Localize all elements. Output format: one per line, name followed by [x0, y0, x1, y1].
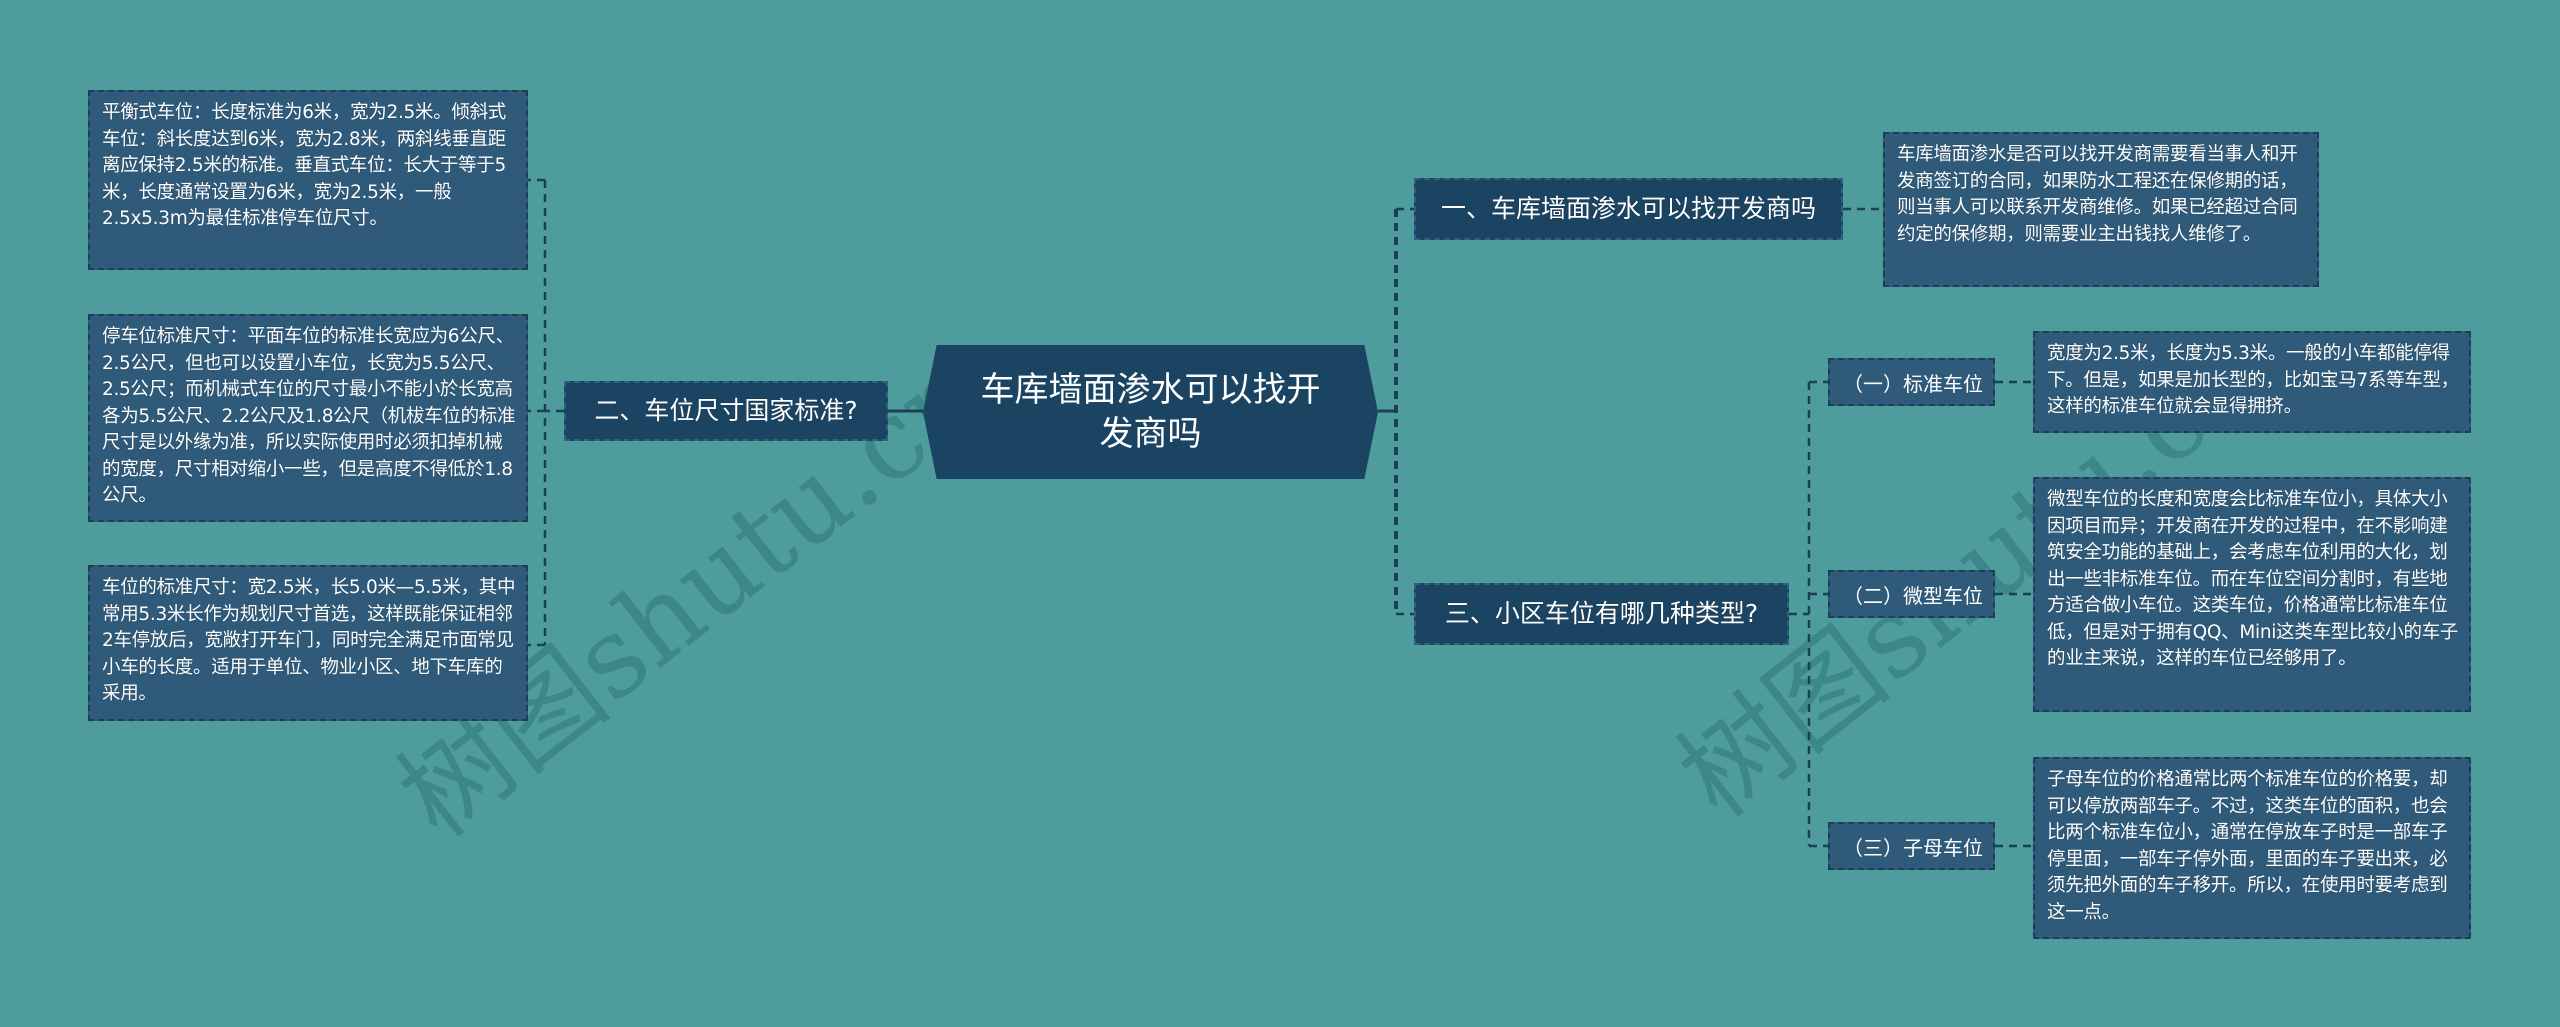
branch-can-contact-developer[interactable]: 一、车库墙面渗水可以找开发商吗 [1414, 178, 1843, 240]
leaf-card[interactable]: 车位的标准尺寸：宽2.5米，长5.0米—5.5米，其中常用5.3米长作为规划尺寸… [88, 565, 528, 721]
branch-parking-size-standard[interactable]: 二、车位尺寸国家标准? [564, 381, 888, 441]
leaf-text: 车位的标准尺寸：宽2.5米，长5.0米—5.5米，其中常用5.3米长作为规划尺寸… [102, 577, 516, 704]
leaf-text: 车库墙面渗水是否可以找开发商需要看当事人和开发商签订的合同，如果防水工程还在保修… [1897, 144, 2298, 245]
leaf-card[interactable]: 宽度为2.5米，长度为5.3米。一般的小车都能停得下。但是，如果是加长型的，比如… [2033, 331, 2471, 433]
branch-parking-types[interactable]: 三、小区车位有哪几种类型? [1414, 583, 1789, 645]
leaf-card[interactable]: 子母车位的价格通常比两个标准车位的价格要，却可以停放两部车子。不过，这类车位的面… [2033, 757, 2471, 939]
leaf-text: 平衡式车位：长度标准为6米，宽为2.5米。倾斜式车位：斜长度达到6米，宽为2.8… [102, 102, 506, 229]
leaf-card[interactable]: 平衡式车位：长度标准为6米，宽为2.5米。倾斜式车位：斜长度达到6米，宽为2.8… [88, 90, 528, 270]
sub-label: （三）子母车位 [1843, 835, 1983, 860]
root-node[interactable]: 车库墙面渗水可以找开发商吗 [923, 345, 1378, 479]
sub-label: （一）标准车位 [1843, 371, 1983, 396]
leaf-text: 停车位标准尺寸：平面车位的标准长宽应为6公尺、2.5公尺，但也可以设置小车位，长… [102, 326, 516, 506]
branch-label: 一、车库墙面渗水可以找开发商吗 [1440, 194, 1816, 223]
sub-micro-space[interactable]: （二）微型车位 [1828, 570, 1995, 618]
leaf-text: 微型车位的长度和宽度会比标准车位小，具体大小因项目而异；开发商在开发的过程中，在… [2047, 489, 2459, 669]
leaf-card[interactable]: 车库墙面渗水是否可以找开发商需要看当事人和开发商签订的合同，如果防水工程还在保修… [1883, 132, 2319, 287]
sub-standard-space[interactable]: （一）标准车位 [1828, 358, 1995, 406]
leaf-text: 宽度为2.5米，长度为5.3米。一般的小车都能停得下。但是，如果是加长型的，比如… [2047, 343, 2459, 417]
root-label: 车库墙面渗水可以找开发商吗 [980, 370, 1321, 454]
leaf-card[interactable]: 停车位标准尺寸：平面车位的标准长宽应为6公尺、2.5公尺，但也可以设置小车位，长… [88, 314, 528, 522]
branch-label: 二、车位尺寸国家标准? [594, 396, 858, 425]
leaf-card[interactable]: 微型车位的长度和宽度会比标准车位小，具体大小因项目而异；开发商在开发的过程中，在… [2033, 477, 2471, 712]
sub-tandem-space[interactable]: （三）子母车位 [1828, 822, 1995, 870]
leaf-text: 子母车位的价格通常比两个标准车位的价格要，却可以停放两部车子。不过，这类车位的面… [2047, 769, 2448, 923]
sub-label: （二）微型车位 [1843, 583, 1983, 608]
branch-label: 三、小区车位有哪几种类型? [1444, 599, 1759, 628]
